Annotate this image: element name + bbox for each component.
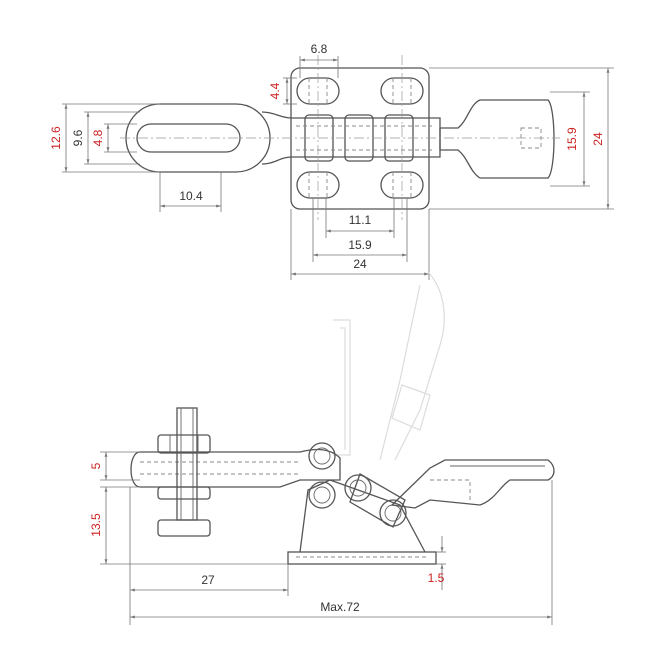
open-position-ghost: [333, 271, 445, 461]
side-view: 5 13.5 27 1.5 Max.72: [89, 271, 555, 625]
dim-24-right: 24: [591, 132, 605, 146]
dim-12-6: 12.6: [49, 126, 63, 150]
clamp-arm: [125, 103, 271, 173]
dim-max-72: Max.72: [320, 600, 360, 614]
dim-27: 27: [201, 573, 215, 587]
dim-10-4: 10.4: [179, 189, 203, 203]
side-handle: [390, 459, 555, 509]
pivots: [308, 442, 407, 527]
dim-5: 5: [89, 462, 103, 469]
dim-24-bottom: 24: [353, 257, 367, 271]
dim-13-5: 13.5: [89, 513, 103, 537]
top-view: 6.8 4.4 12.6 9.6 4.8 10.4 11.1: [49, 42, 614, 280]
handle: [439, 99, 555, 179]
dim-15-9-bottom: 15.9: [348, 238, 372, 252]
side-arm: [130, 448, 341, 488]
dim-15-9-right: 15.9: [565, 127, 579, 151]
dim-9-6: 9.6: [71, 129, 85, 146]
spindle-bolt: [157, 407, 211, 537]
arm-slot: [136, 123, 241, 153]
side-base: [287, 551, 437, 565]
dim-4-8: 4.8: [91, 129, 105, 146]
base-plate: [290, 67, 430, 210]
dim-11-1: 11.1: [349, 213, 372, 227]
dim-6-8: 6.8: [311, 42, 328, 56]
dim-1-5: 1.5: [428, 571, 445, 585]
dim-4-4: 4.4: [268, 82, 282, 99]
